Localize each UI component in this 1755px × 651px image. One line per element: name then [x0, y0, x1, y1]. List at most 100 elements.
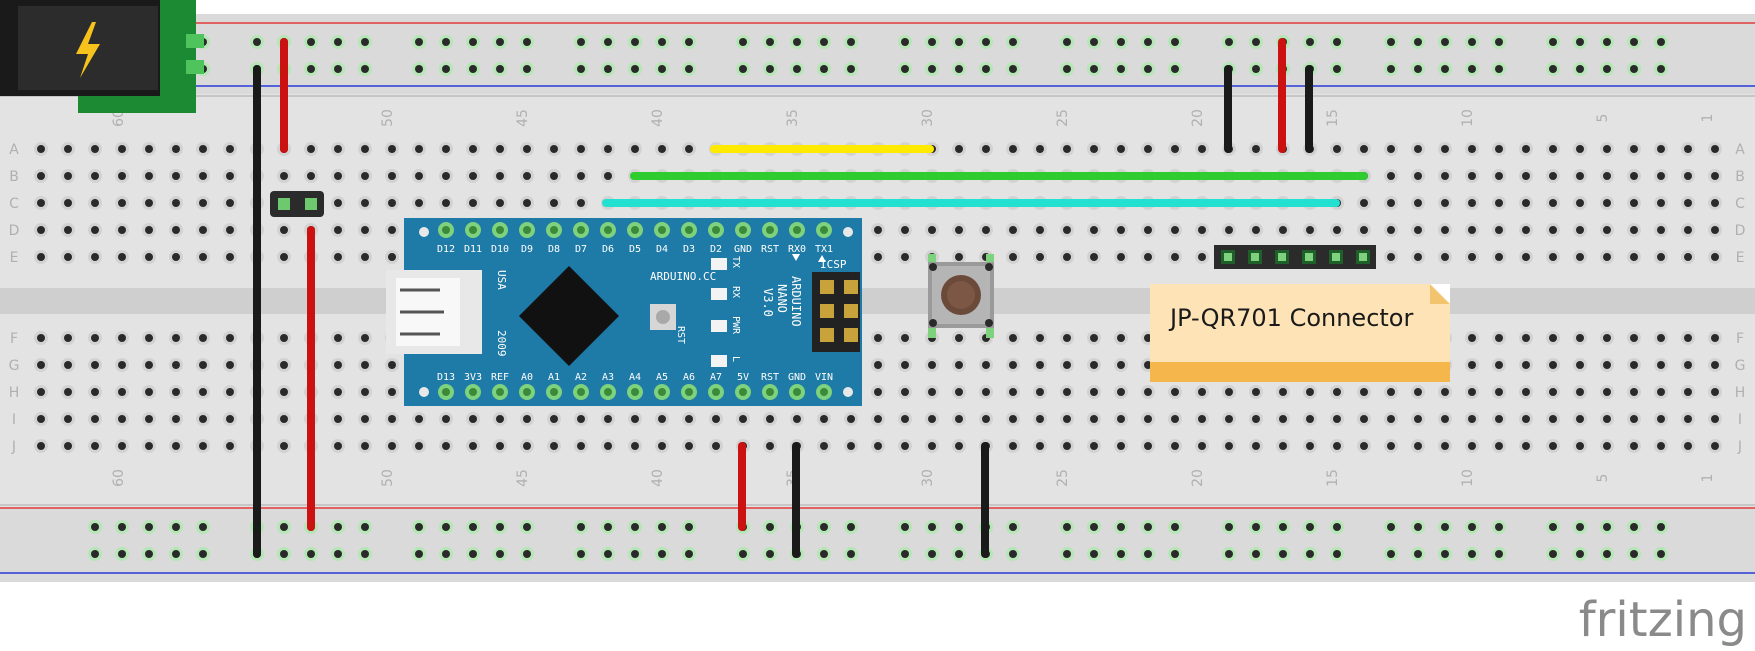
- breadboard-hole: [952, 142, 966, 156]
- rail-hole: [1600, 547, 1614, 561]
- breadboard-hole: [142, 439, 156, 453]
- rail-hole: [1573, 62, 1587, 76]
- rail-hole: [1303, 520, 1317, 534]
- rail-hole: [1411, 547, 1425, 561]
- breadboard-hole: [1087, 385, 1101, 399]
- breadboard-hole: [169, 412, 183, 426]
- breadboard-hole: [1465, 331, 1479, 345]
- breadboard-hole: [1627, 142, 1641, 156]
- rail-hole: [655, 547, 669, 561]
- breadboard-hole: [979, 412, 993, 426]
- breadboard-hole: [1141, 439, 1155, 453]
- breadboard-hole: [1357, 412, 1371, 426]
- breadboard-hole: [1060, 223, 1074, 237]
- breadboard-hole: [1033, 331, 1047, 345]
- column-number-label: 60: [111, 469, 127, 487]
- icsp-pin: [820, 328, 834, 342]
- breadboard-hole: [223, 331, 237, 345]
- header-pin-contact: [1278, 253, 1286, 261]
- breadboard-hole: [1492, 439, 1506, 453]
- breadboard-hole: [1303, 223, 1317, 237]
- breadboard-hole: [1060, 385, 1074, 399]
- breadboard-hole: [88, 169, 102, 183]
- rail-hole: [682, 520, 696, 534]
- rail-hole: [439, 35, 453, 49]
- breadboard-hole: [115, 331, 129, 345]
- breadboard-hole: [1546, 196, 1560, 210]
- breadboard-hole: [1384, 412, 1398, 426]
- breadboard-hole: [1195, 439, 1209, 453]
- breadboard-hole: [1465, 223, 1479, 237]
- breadboard-hole: [277, 358, 291, 372]
- breadboard-hole: [1087, 223, 1101, 237]
- breadboard-hole: [1627, 439, 1641, 453]
- breadboard-hole: [358, 169, 372, 183]
- rail-hole: [1438, 62, 1452, 76]
- breadboard-hole: [1033, 223, 1047, 237]
- arduino-bottom-pin-label: A5: [656, 372, 668, 383]
- breadboard-hole: [1627, 169, 1641, 183]
- rail-hole: [1168, 520, 1182, 534]
- column-number-label: 5: [1595, 114, 1611, 123]
- breadboard-hole: [1330, 142, 1344, 156]
- breadboard-hole: [142, 142, 156, 156]
- rail-hole: [1546, 62, 1560, 76]
- rail-hole: [1168, 547, 1182, 561]
- breadboard-hole: [1681, 358, 1695, 372]
- breadboard-hole: [1600, 223, 1614, 237]
- breadboard-hole: [871, 385, 885, 399]
- rail-hole: [1627, 62, 1641, 76]
- row-letter-label: A: [1735, 142, 1745, 158]
- breadboard-hole: [142, 412, 156, 426]
- breadboard-hole: [196, 250, 210, 264]
- breadboard-hole: [1006, 412, 1020, 426]
- row-letter-label: G: [9, 358, 20, 374]
- breadboard-hole: [1411, 385, 1425, 399]
- breadboard-hole: [1708, 250, 1722, 264]
- arduino-top-pin-label: D10: [491, 244, 509, 255]
- breadboard-hole: [1681, 196, 1695, 210]
- icsp-pin: [844, 280, 858, 294]
- rail-hole: [1384, 547, 1398, 561]
- breadboard-hole: [1492, 142, 1506, 156]
- breadboard-hole: [88, 331, 102, 345]
- breadboard-hole: [1006, 250, 1020, 264]
- breadboard-hole: [412, 169, 426, 183]
- breadboard-hole: [1519, 250, 1533, 264]
- breadboard-hole: [1654, 223, 1668, 237]
- center-channel: [0, 288, 1755, 314]
- breadboard-hole: [655, 439, 669, 453]
- rail-hole: [925, 520, 939, 534]
- year-label: 2009: [495, 330, 508, 357]
- breadboard-hole: [871, 358, 885, 372]
- rail-hole: [520, 520, 534, 534]
- column-number-label: 20: [1190, 469, 1206, 487]
- breadboard-hole: [115, 196, 129, 210]
- breadboard-hole: [574, 169, 588, 183]
- breadboard-hole: [34, 331, 48, 345]
- rail-hole: [142, 520, 156, 534]
- breadboard-hole: [1600, 169, 1614, 183]
- breadboard-hole: [358, 142, 372, 156]
- column-number-label: 40: [650, 109, 666, 127]
- rail-hole: [736, 62, 750, 76]
- breadboard-hole: [628, 439, 642, 453]
- rail-hole: [439, 547, 453, 561]
- note-text: JP-QR701 Connector: [1170, 304, 1414, 332]
- breadboard-hole: [1519, 358, 1533, 372]
- rail-hole: [1438, 547, 1452, 561]
- breadboard-hole: [1465, 439, 1479, 453]
- breadboard-hole: [844, 439, 858, 453]
- breadboard-hole: [223, 196, 237, 210]
- breadboard-hole: [196, 412, 210, 426]
- breadboard-hole: [1573, 439, 1587, 453]
- rail-hole: [520, 547, 534, 561]
- rail-hole: [844, 35, 858, 49]
- breadboard-hole: [1384, 250, 1398, 264]
- arduino-bottom-pin-label: A1: [548, 372, 560, 383]
- breadboard-hole: [1546, 223, 1560, 237]
- breadboard-hole: [358, 412, 372, 426]
- breadboard-hole: [169, 196, 183, 210]
- breadboard-hole: [1465, 142, 1479, 156]
- breadboard-hole: [1006, 142, 1020, 156]
